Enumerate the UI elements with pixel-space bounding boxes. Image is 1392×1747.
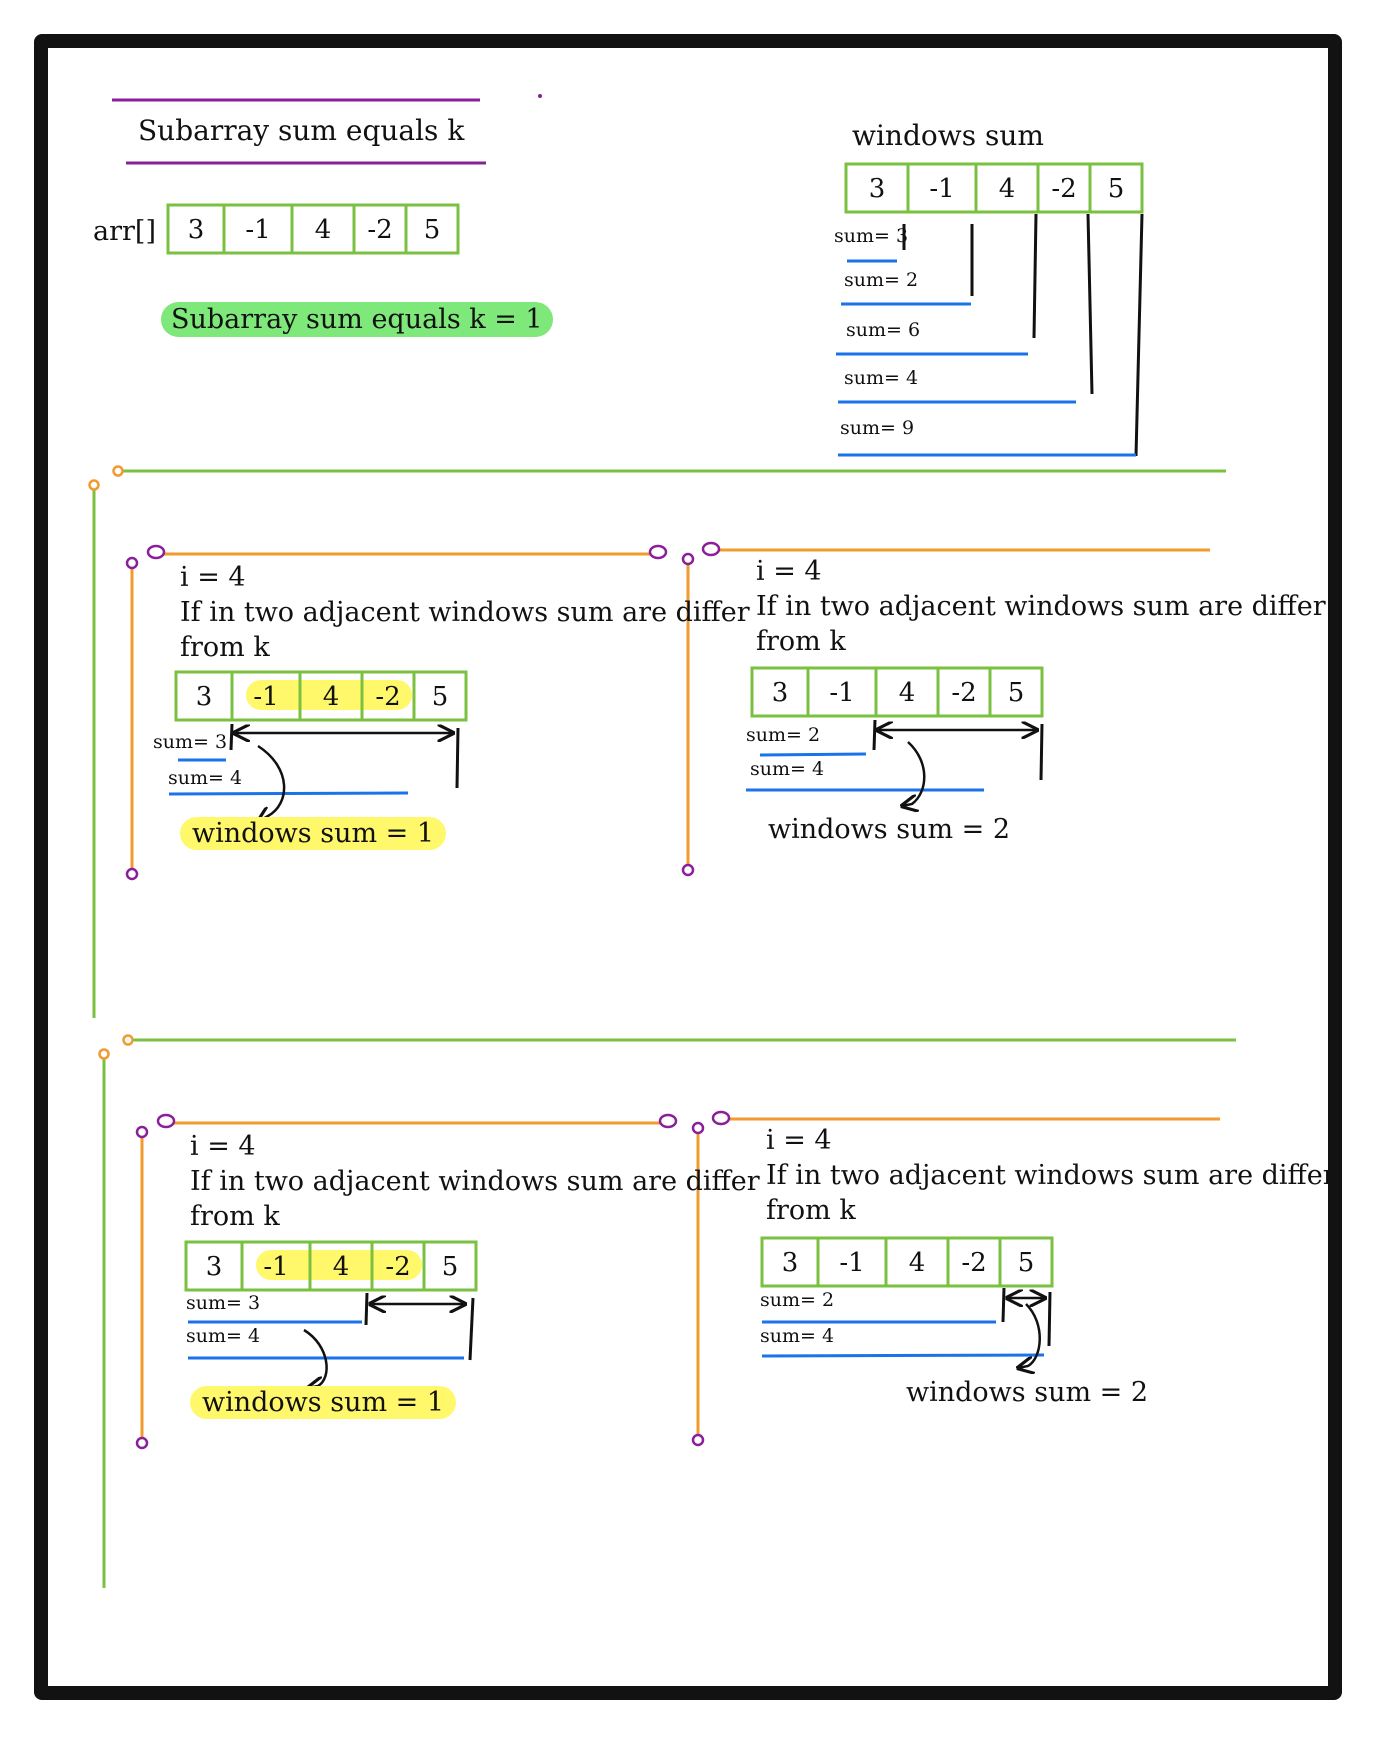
panel-3-result-wrap: windows sum = 1 bbox=[190, 1386, 457, 1419]
panel-4-array-value-2: 4 bbox=[909, 1248, 926, 1278]
panel-2-array-value-2: 4 bbox=[899, 678, 916, 708]
top-right-array-value-3: -2 bbox=[1051, 174, 1076, 204]
panel-3-desc-line-2: from k bbox=[190, 1201, 280, 1232]
panel-2-index: i = 4 bbox=[756, 556, 822, 587]
panel-3-array-value-4: 5 bbox=[442, 1252, 459, 1282]
array-panel-2: 3 -1 4 -2 5 bbox=[750, 666, 1044, 718]
top-left-array-cell-4 bbox=[404, 203, 460, 255]
stray-dot bbox=[538, 94, 542, 98]
panel-2-result: windows sum = 2 bbox=[768, 814, 1011, 845]
panel-3-array-value-1: -1 bbox=[263, 1252, 288, 1282]
panel-2-sum-a: sum= 2 bbox=[746, 724, 821, 746]
panel-4-array-cell-4 bbox=[998, 1236, 1054, 1288]
panel-3-highlight-band bbox=[256, 1250, 422, 1280]
panel-1-array-value-1: -1 bbox=[253, 682, 278, 712]
window-sum-lines bbox=[836, 213, 1144, 457]
panel-frame-1 bbox=[125, 544, 668, 881]
top-left-array-value-1: -1 bbox=[245, 215, 270, 245]
panel-1-annotations bbox=[168, 723, 460, 822]
diagram-title: Subarray sum equals k bbox=[138, 114, 465, 147]
panel-3-annotations bbox=[188, 1292, 475, 1388]
panel-frame-3 bbox=[135, 1113, 678, 1450]
top-right-array-value-4: 5 bbox=[1108, 174, 1125, 204]
array-top-left: 3 -1 4 -2 5 bbox=[166, 203, 460, 255]
panel-1-array-value-3: -2 bbox=[375, 682, 400, 712]
panel-frame-2 bbox=[681, 541, 1210, 877]
panel-1-desc-line-1: If in two adjacent windows sum are diffe… bbox=[180, 597, 750, 628]
panel-4-result: windows sum = 2 bbox=[906, 1377, 1149, 1408]
window-sum-2: sum= 2 bbox=[844, 269, 919, 291]
panel-3-array-value-3: -2 bbox=[385, 1252, 410, 1282]
panel-4-desc-line-1: If in two adjacent windows sum are diffe… bbox=[766, 1160, 1336, 1191]
panel-1-array-value-0: 3 bbox=[196, 682, 213, 712]
panel-2-desc-line-1: If in two adjacent windows sum are diffe… bbox=[756, 591, 1326, 622]
panel-3-sum-a: sum= 3 bbox=[186, 1292, 261, 1314]
panel-4-sum-a: sum= 2 bbox=[760, 1289, 835, 1311]
top-left-array-value-2: 4 bbox=[315, 215, 332, 245]
window-sum-4: sum= 4 bbox=[844, 367, 919, 389]
window-sum-1: sum= 3 bbox=[834, 225, 909, 247]
panel-frame-4 bbox=[691, 1110, 1220, 1447]
top-right-array-value-0: 3 bbox=[869, 174, 886, 204]
array-panel-4: 3 -1 4 -2 5 bbox=[760, 1236, 1054, 1288]
top-right-array-value-2: 4 bbox=[999, 174, 1016, 204]
panel-4-array-value-3: -2 bbox=[961, 1248, 986, 1278]
window-sum-3: sum= 6 bbox=[846, 319, 921, 341]
panel-2-annotations bbox=[746, 719, 1044, 806]
array-panel-3: 3 -1 4 -2 5 bbox=[184, 1240, 478, 1292]
panel-3-array-value-0: 3 bbox=[206, 1252, 223, 1282]
windows-sum-title: windows sum bbox=[852, 119, 1044, 152]
panel-1-index: i = 4 bbox=[180, 562, 246, 593]
panel-1-array-value-4: 5 bbox=[432, 682, 449, 712]
panel-4-desc-line-2: from k bbox=[766, 1195, 856, 1226]
section-divider-1 bbox=[88, 465, 1226, 1018]
window-sum-5: sum= 9 bbox=[840, 417, 915, 439]
panel-2-array-value-4: 5 bbox=[1008, 678, 1025, 708]
panel-1-sum-b: sum= 4 bbox=[168, 767, 243, 789]
panel-4-annotations bbox=[761, 1287, 1052, 1368]
panel-1-sum-a: sum= 3 bbox=[153, 731, 228, 753]
panel-1-desc-line-2: from k bbox=[180, 632, 270, 663]
panel-2-desc-line-2: from k bbox=[756, 626, 846, 657]
panel-3-sum-b: sum= 4 bbox=[186, 1325, 261, 1347]
result-highlight: Subarray sum equals k = 1 bbox=[161, 302, 553, 337]
panel-1-result: windows sum = 1 bbox=[180, 817, 447, 850]
panel-4-index: i = 4 bbox=[766, 1125, 832, 1156]
array-panel-1: 3 -1 4 -2 5 bbox=[174, 670, 468, 722]
panel-4-array-value-4: 5 bbox=[1018, 1248, 1035, 1278]
panel-4-sum-b: sum= 4 bbox=[760, 1325, 835, 1347]
panel-3-array-value-2: 4 bbox=[333, 1252, 350, 1282]
top-left-array-value-0: 3 bbox=[188, 215, 205, 245]
panel-1-result-wrap: windows sum = 1 bbox=[180, 817, 447, 850]
panel-2-array-cell-4 bbox=[988, 666, 1044, 718]
panel-1-array-cell-4 bbox=[412, 670, 468, 722]
panel-2-array-value-0: 3 bbox=[772, 678, 789, 708]
panel-3-index: i = 4 bbox=[190, 1131, 256, 1162]
top-left-array-value-4: 5 bbox=[424, 215, 441, 245]
panel-3-array-cell-4 bbox=[422, 1240, 478, 1292]
result-highlight-wrap: Subarray sum equals k = 1 bbox=[161, 302, 553, 337]
panel-3-result: windows sum = 1 bbox=[190, 1386, 457, 1419]
arr-label: arr[] bbox=[93, 216, 156, 247]
top-right-array-cell-4 bbox=[1088, 162, 1144, 214]
section-divider-2 bbox=[98, 1034, 1236, 1588]
panel-2-sum-b: sum= 4 bbox=[750, 758, 825, 780]
panel-1-highlight-band bbox=[246, 680, 412, 710]
panel-2-array-value-3: -2 bbox=[951, 678, 976, 708]
array-top-right: 3 -1 4 -2 5 bbox=[844, 162, 1144, 214]
top-right-array-value-1: -1 bbox=[929, 174, 954, 204]
panel-4-array-value-1: -1 bbox=[839, 1248, 864, 1278]
panel-1-array-value-2: 4 bbox=[323, 682, 340, 712]
panel-3-desc-line-1: If in two adjacent windows sum are diffe… bbox=[190, 1166, 760, 1197]
panel-2-array-value-1: -1 bbox=[829, 678, 854, 708]
top-left-array-value-3: -2 bbox=[367, 215, 392, 245]
panel-4-array-value-0: 3 bbox=[782, 1248, 799, 1278]
